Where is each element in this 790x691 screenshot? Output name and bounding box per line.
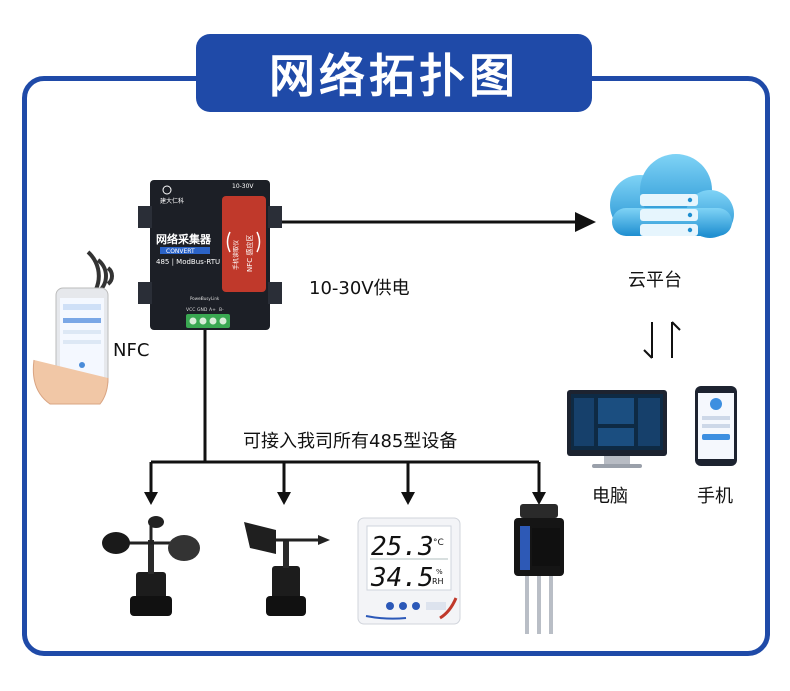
nfc-label: NFC xyxy=(113,340,150,361)
wind-speed-sensor-icon xyxy=(102,516,200,616)
terminal-block xyxy=(186,314,230,328)
port-label-vcc: VCC xyxy=(186,307,195,313)
bus-arrow-3 xyxy=(401,492,415,505)
port-label-a: A+ xyxy=(209,307,216,313)
computer-icon xyxy=(567,390,667,468)
mobile-phone-icon xyxy=(695,386,737,466)
led-label-power: Power xyxy=(190,296,202,301)
device-protocol: 485 | ModBus-RTU xyxy=(156,258,220,266)
phone-label: 手机 xyxy=(697,486,733,507)
page-title: 网络拓扑图 xyxy=(196,34,592,112)
computer-label: 电脑 xyxy=(592,486,628,507)
nfc-left-wave-icon xyxy=(226,231,231,253)
wind-direction-sensor-icon xyxy=(244,522,330,616)
device-brand: 建大仁科 xyxy=(160,197,184,205)
humidity-reading: 34.5 xyxy=(370,563,434,593)
port-label-b: B- xyxy=(219,307,224,313)
bus-caption: 可接入我司所有485型设备 xyxy=(243,431,458,452)
cloud-icon xyxy=(610,154,734,238)
nfc-panel-line2: NFC 感应区 xyxy=(245,235,254,272)
cloud-arrow-head xyxy=(575,212,596,232)
nfc-panel-line1: 手机读取仪 xyxy=(232,240,240,270)
nfc-right-wave-icon xyxy=(256,231,261,253)
network-collector-device xyxy=(138,180,282,330)
nfc-wave-icon xyxy=(106,266,114,286)
temperature-reading: 25.3 xyxy=(371,532,434,562)
temperature-unit: °C xyxy=(433,538,444,548)
nfc-panel xyxy=(222,196,266,292)
led-label-busy: Busy xyxy=(201,296,211,301)
power-supply-label: 10-30V供电 xyxy=(309,278,410,299)
device-tag: CONVERT xyxy=(166,248,195,255)
connection-lines xyxy=(144,212,681,505)
nfc-phone-in-hand xyxy=(32,250,114,405)
device-power-range: 10-30V xyxy=(232,183,254,190)
temp-humidity-sensor xyxy=(357,517,461,625)
port-label-gnd: GND xyxy=(197,307,208,313)
humidity-unit-rh: RH xyxy=(432,577,444,586)
device-name: 网络采集器 xyxy=(156,232,212,246)
humidity-unit: % xyxy=(436,568,443,576)
bus-arrow-2 xyxy=(277,492,291,505)
bus-arrow-4 xyxy=(532,492,546,505)
bus-arrow-1 xyxy=(144,492,158,505)
soil-sensor-probe-icon xyxy=(514,504,564,634)
led-label-link: Link xyxy=(211,296,220,301)
cloud-label: 云平台 xyxy=(628,270,682,291)
